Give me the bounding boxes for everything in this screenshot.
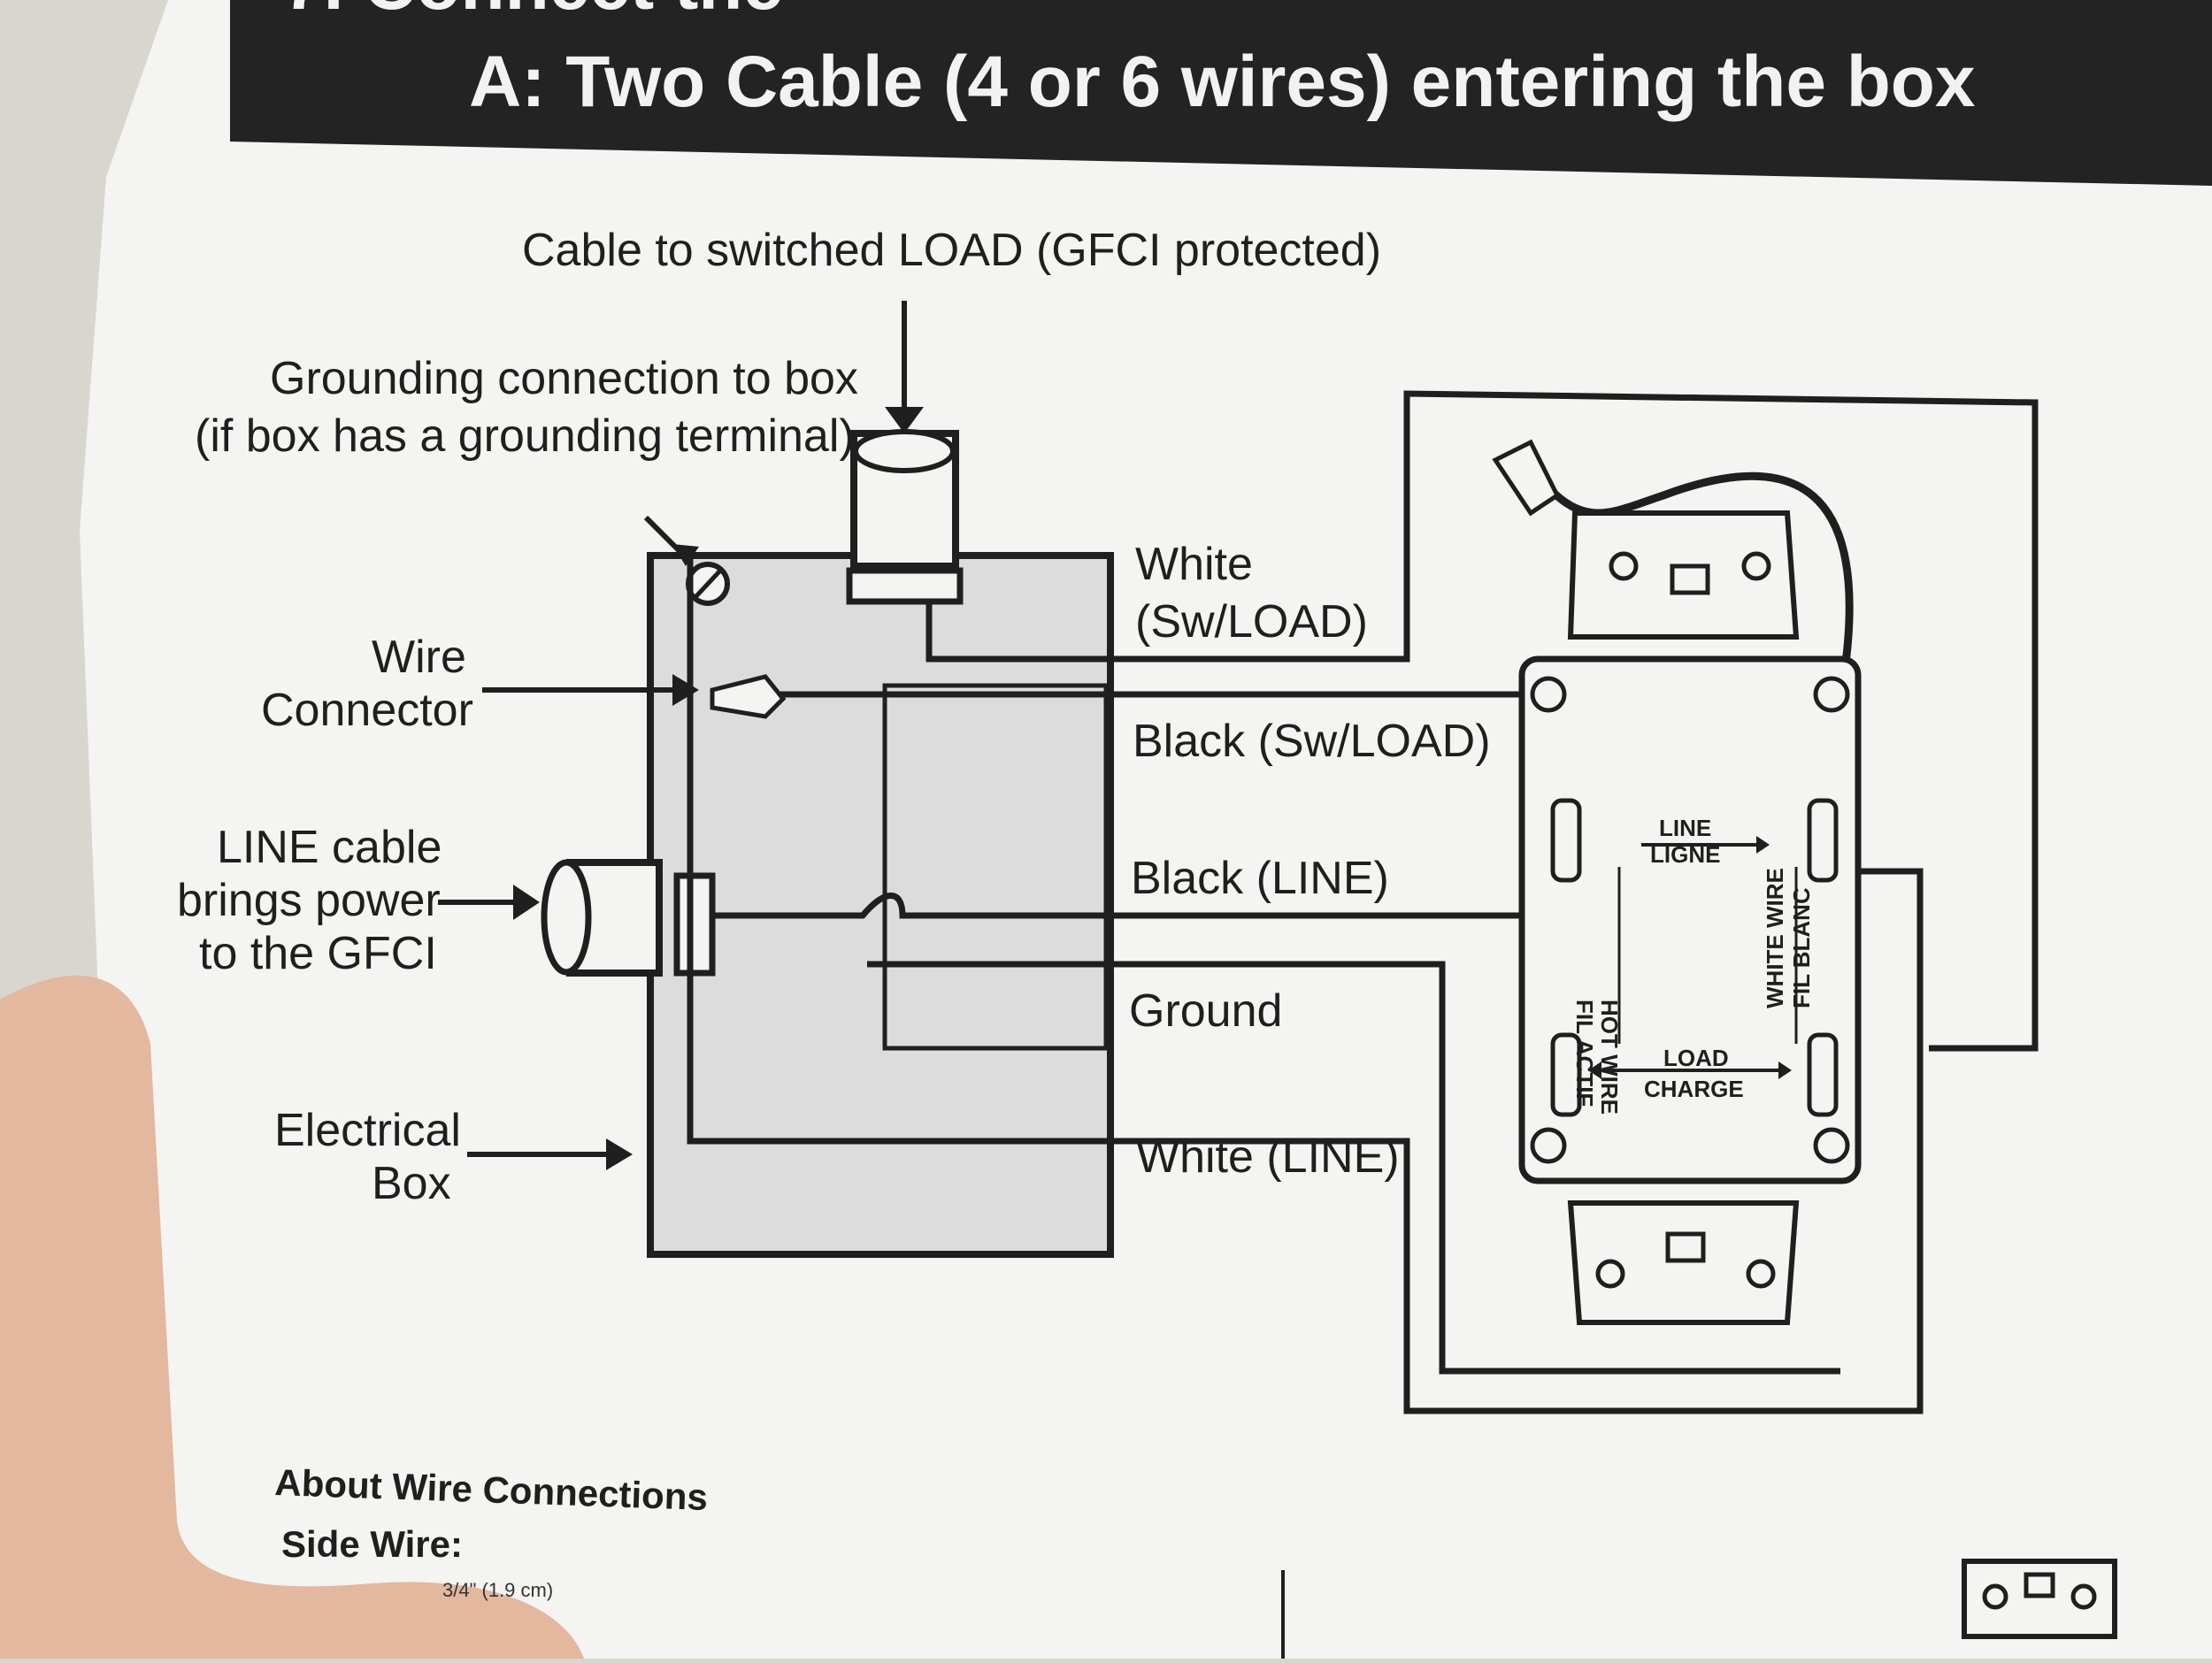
wire-connector-icon [482, 674, 787, 719]
white-sw-label-1: White [1135, 539, 1253, 590]
line-cable-label-2: brings power [177, 875, 441, 926]
ground-wire [867, 961, 1840, 1375]
cable-load-label: Cable to switched LOAD (GFCI protected) [522, 225, 1381, 276]
receptacle-thumbnail-icon [1962, 1559, 2117, 1639]
wire-connector-label-1: Wire [372, 632, 466, 683]
gfci-line-label: LINE [1659, 815, 1711, 841]
grounding-label-2: (if box has a grounding terminal) [195, 410, 855, 462]
wire-connector-label-2: Connector [261, 685, 473, 736]
gfci-fil-actif-label: FIL ACTIF [1571, 1000, 1598, 1107]
side-wire-measure: 3/4" (1.9 cm) [442, 1579, 553, 1601]
line-cable-label-3: to the GFCI [199, 928, 437, 979]
side-wire-heading: Side Wire: [281, 1523, 463, 1565]
white-line-wire [687, 548, 1924, 1414]
black-line-wire [712, 868, 1566, 919]
header-title-cut: 7. Connect the [283, 0, 783, 25]
gfci-charge-label: CHARGE [1644, 1076, 1744, 1102]
electrical-box-label-1: Electrical [274, 1105, 461, 1156]
header-title: A: Two Cable (4 or 6 wires) entering the… [469, 42, 1976, 122]
hand [0, 975, 584, 1659]
header-band [230, 0, 2212, 186]
line-cable [438, 859, 716, 977]
white-sw-label-2: (Sw/LOAD) [1135, 596, 1368, 648]
white-line-label: White (LINE) [1136, 1131, 1400, 1183]
load-cable [846, 301, 964, 605]
ground-label: Ground [1129, 985, 1282, 1037]
gfci-hot-wire-label: HOT WIRE [1596, 1000, 1623, 1115]
line-cable-label-1: LINE cable [217, 822, 442, 873]
electrical-box-label-2: Box [372, 1158, 451, 1209]
wire-nut-icon [1492, 439, 1561, 517]
white-sw-load-wire [926, 390, 2039, 1052]
gfci-white-wire-label: WHITE WIRE [1762, 868, 1788, 1008]
box-arrow-icon [606, 1138, 633, 1170]
gfci-fil-blanc-label: FIL BLANC [1788, 887, 1815, 1008]
gfci-load-label: LOAD [1663, 1045, 1729, 1071]
black-sw-label: Black (Sw/LOAD) [1133, 716, 1491, 767]
black-line-label: Black (LINE) [1131, 853, 1389, 904]
gfci-receptacle [1518, 510, 1862, 1325]
gfci-ligne-label: LIGNE [1650, 841, 1720, 868]
grounding-label-1: Grounding connection to box [270, 353, 858, 404]
